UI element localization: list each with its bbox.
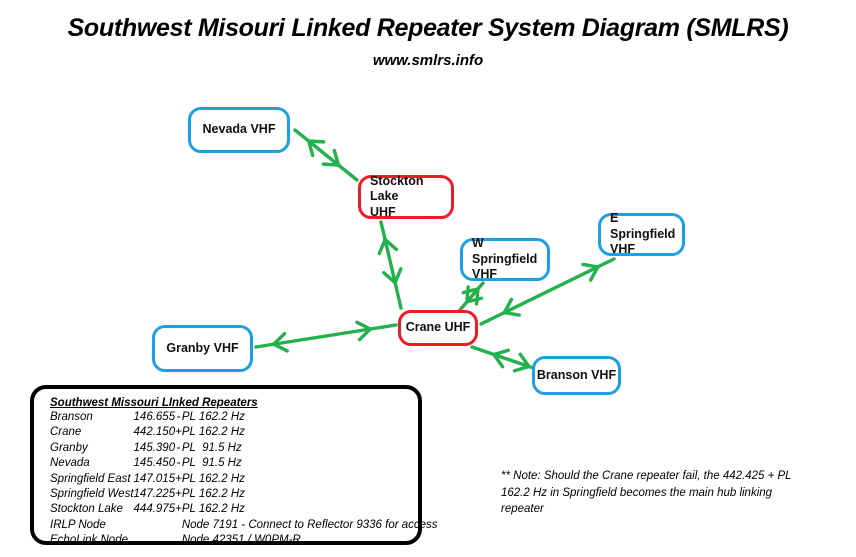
legend-offset-sign: + [175, 472, 182, 485]
legend-row: IRLP Node Node 7191 - Connect to Reflecto… [50, 518, 438, 533]
legend-site: Springfield East [50, 472, 131, 485]
legend-site: Granby [50, 441, 88, 454]
legend-frequency: 442.150 [133, 426, 176, 439]
legend-panel: Southwest Missouri LInked Repeaters Bran… [30, 385, 438, 546]
legend-site: Crane [50, 426, 82, 439]
legend-tone: PL 162.2 Hz [181, 503, 245, 516]
node-label: W Springfield VHF [472, 236, 538, 282]
page-title: Southwest Misouri Linked Repeater System… [67, 14, 789, 42]
link-stockton-to-nevada [293, 128, 359, 182]
legend-offset-sign: - [176, 441, 181, 454]
link-crane-to-wspringfield [458, 281, 485, 312]
legend-offset-sign: + [175, 488, 182, 501]
node-label: Branson VHF [536, 367, 617, 382]
node-label: Stockton Lake UHF [370, 173, 424, 219]
legend-frequency: 147.225 [133, 488, 176, 501]
node-granby[interactable]: Granby VHF [152, 325, 253, 372]
legend-row: Stockton Lake 444.975+PL 162.2 Hz [50, 502, 438, 517]
node-wspringfield[interactable]: W Springfield VHF [460, 236, 550, 282]
legend-offset-sign: - [176, 457, 181, 470]
legend-site: EchoLink Node [50, 534, 128, 547]
legend-row: Crane 442.150+PL 162.2 Hz [50, 425, 438, 440]
legend-site: Nevada [50, 457, 90, 470]
node-nevada[interactable]: Nevada VHF [188, 107, 290, 153]
legend-offset-sign: + [175, 426, 182, 439]
legend-row: EchoLink Node Node 42351 / W0PM-R [50, 533, 438, 548]
legend-site: Branson [50, 411, 93, 423]
legend-frequency: 145.450 [133, 457, 176, 470]
legend-tone: PL 91.5 Hz [181, 457, 242, 470]
footnote: ** Note: Should the Crane repeater fail,… [501, 470, 792, 515]
legend-site: Springfield West [50, 488, 134, 501]
legend-site: IRLP Node [50, 518, 106, 531]
legend-frequency: 146.655 [133, 411, 176, 423]
legend-offset-sign: - [176, 411, 181, 423]
link-crane-to-espringfield [479, 257, 616, 326]
node-label: E Springfield VHF [610, 211, 676, 257]
legend-row: Granby 145.390-PL 91.5 Hz [50, 441, 438, 456]
legend-offset-sign: + [175, 503, 182, 516]
node-crane[interactable]: Crane UHF [398, 310, 478, 346]
node-stockton[interactable]: Stockton Lake UHF [358, 173, 454, 219]
legend-offset-sign [175, 533, 182, 548]
legend-tone: Node 7191 - Connect to Reflector 9336 fo… [181, 518, 438, 531]
legend-heading: Southwest Missouri LInked Repeaters [50, 397, 258, 409]
legend-tone: PL 162.2 Hz [181, 472, 245, 485]
legend-tone: Node 42351 / W0PM-R [181, 534, 301, 547]
legend-site: Stockton Lake [50, 503, 123, 516]
node-label: Granby VHF [166, 340, 239, 355]
legend-frequency [134, 518, 176, 533]
legend-row: Branson 146.655-PL 162.2 Hz [50, 410, 438, 425]
node-label: Crane UHF [405, 320, 471, 335]
link-crane-to-granby [254, 320, 398, 353]
legend-frequency: 147.015 [133, 472, 176, 485]
node-branson[interactable]: Branson VHF [532, 356, 621, 395]
legend-frequency: 145.390 [133, 441, 176, 454]
legend-frequency: 444.975 [133, 503, 176, 516]
node-espringfield[interactable]: E Springfield VHF [598, 211, 685, 257]
node-label: Nevada VHF [202, 122, 276, 137]
legend-tone: PL 162.2 Hz [181, 411, 245, 423]
link-crane-to-stockton [377, 220, 403, 310]
legend-tone: PL 162.2 Hz [181, 426, 245, 439]
legend-tone: PL 162.2 Hz [181, 488, 245, 501]
legend-offset-sign [175, 518, 182, 533]
legend-frequency [134, 533, 176, 548]
page-subtitle: www.smlrs.info [372, 52, 484, 69]
legend-tone: PL 91.5 Hz [181, 441, 242, 454]
legend-row: Nevada 145.450-PL 91.5 Hz [50, 456, 438, 471]
